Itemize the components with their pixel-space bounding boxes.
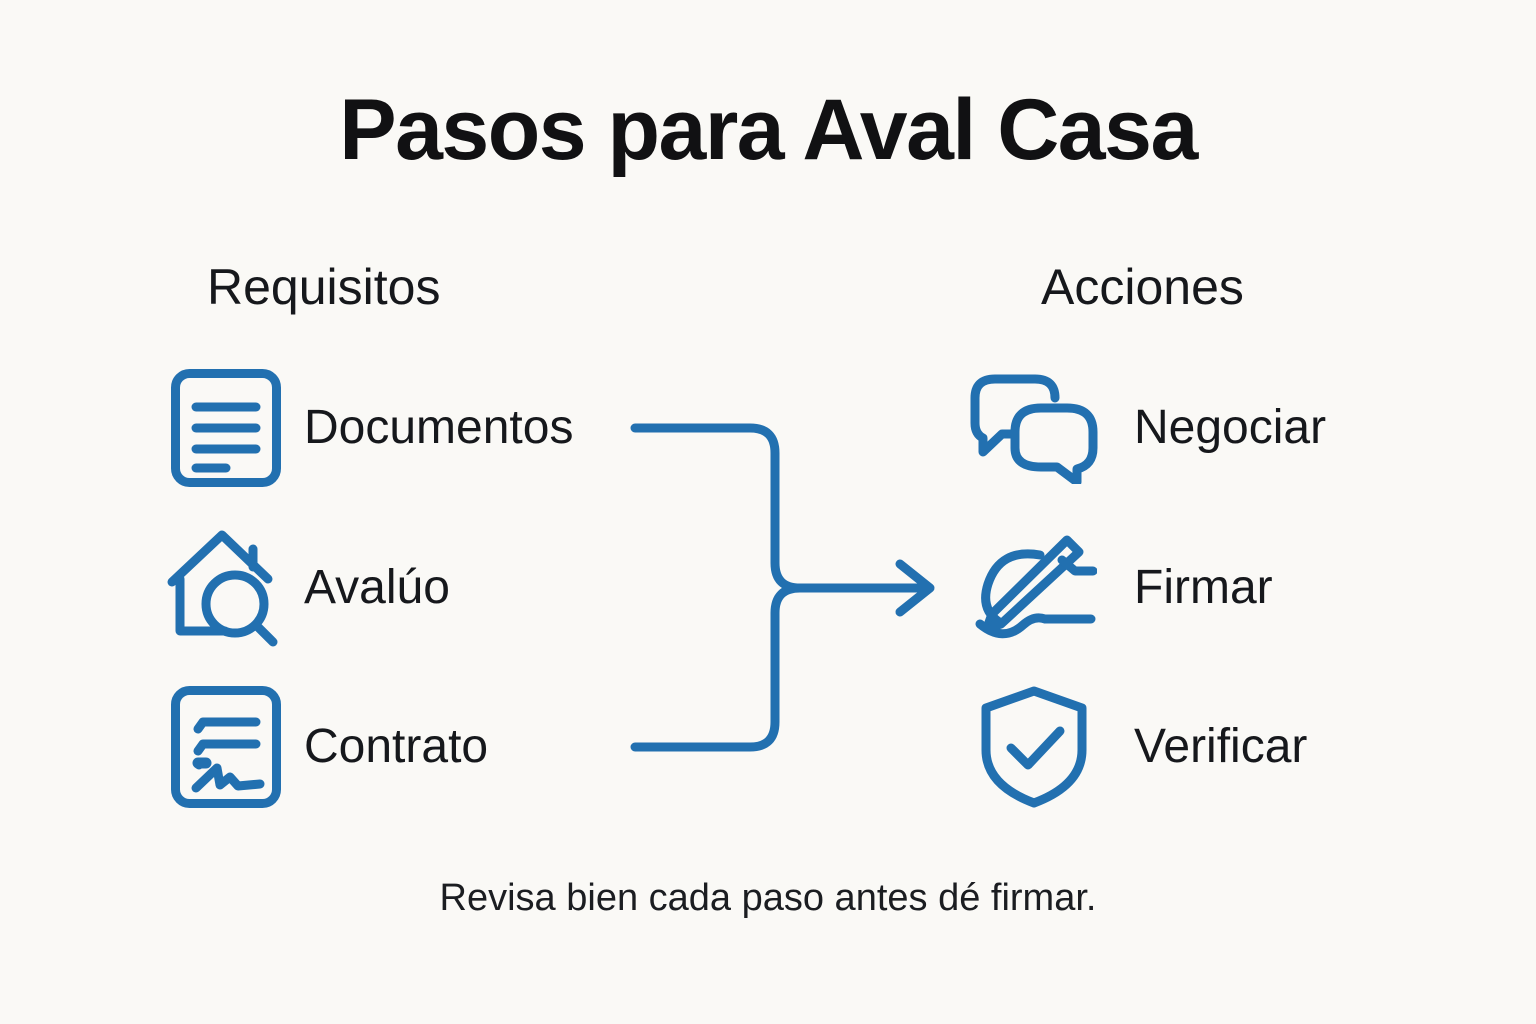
pen-signature-icon: [968, 523, 1100, 653]
list-item-label: Documentos: [304, 401, 574, 454]
column-heading-acciones: Acciones: [1041, 259, 1244, 315]
list-item-avaluo: Avalúo: [160, 523, 450, 653]
page-title: Pasos para Aval Casa: [339, 82, 1198, 178]
list-item-contrato: Contrato: [160, 682, 488, 812]
list-item-label: Avalúo: [304, 561, 450, 614]
list-item-label: Firmar: [1134, 561, 1273, 614]
footer-caption: Revisa bien cada paso antes dé firmar.: [439, 877, 1097, 919]
document-lines-icon: [160, 363, 292, 493]
list-item-firmar: Firmar: [968, 523, 1273, 653]
list-item-label: Contrato: [304, 720, 489, 773]
house-magnifier-icon: [160, 523, 292, 653]
list-item-label: Negociar: [1134, 401, 1327, 454]
column-heading-requisitos: Requisitos: [207, 259, 441, 315]
speech-bubbles-icon: [968, 363, 1100, 493]
list-item-negociar: Negociar: [968, 363, 1326, 493]
shield-check-icon: [968, 682, 1100, 812]
list-item-label: Verificar: [1134, 720, 1308, 773]
merge-arrow-connector: [630, 423, 935, 752]
list-item-documentos: Documentos: [160, 363, 573, 493]
list-item-verificar: Verificar: [968, 682, 1307, 812]
contract-signature-icon: [160, 682, 292, 812]
